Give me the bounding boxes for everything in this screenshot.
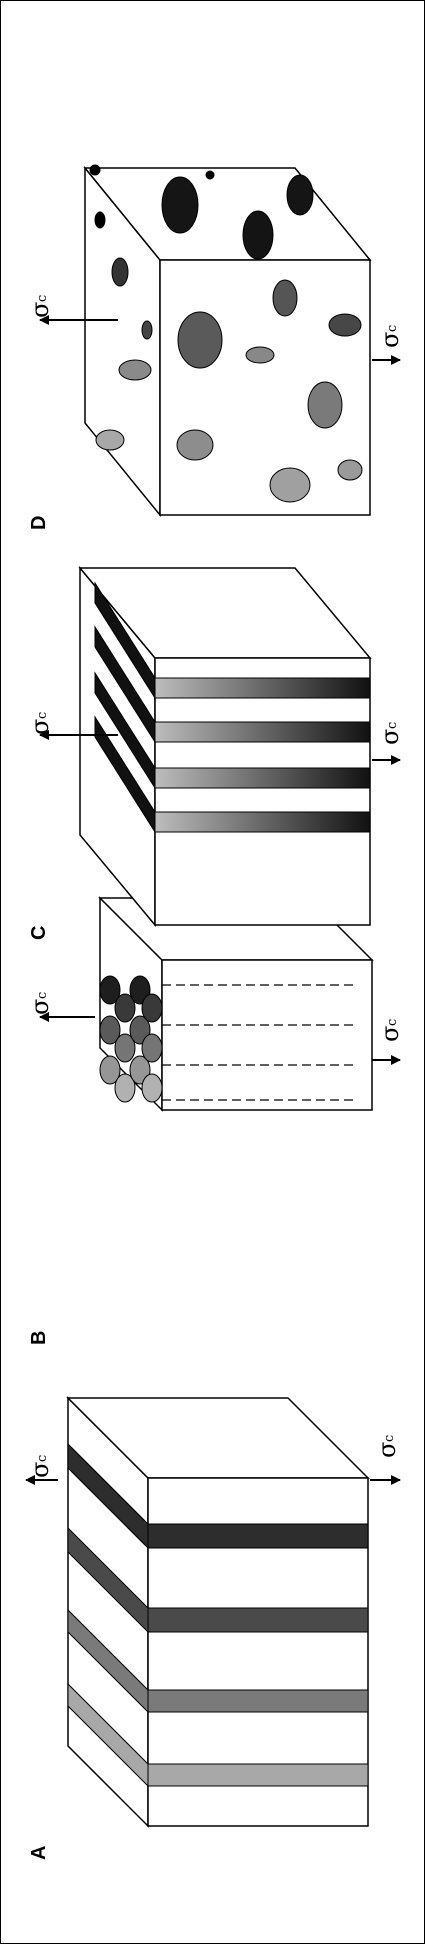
sphere xyxy=(245,346,275,364)
cylinder-end xyxy=(114,993,136,1023)
cylinder-end xyxy=(141,993,163,1023)
stress-label-subscript: c xyxy=(35,1455,50,1462)
stress-label-sigma: σ xyxy=(373,1442,401,1458)
cylinder-end xyxy=(99,1015,121,1045)
panel-a-label: A xyxy=(28,1846,50,1860)
stress-label-subscript: c xyxy=(35,992,50,999)
sphere xyxy=(269,467,311,503)
cylinder-end xyxy=(129,975,151,1005)
sphere xyxy=(272,279,298,317)
lamella-side xyxy=(67,1442,149,1550)
stress-label-subscript: c xyxy=(35,712,50,719)
sphere xyxy=(307,381,343,429)
stress-label-sigma: σ xyxy=(26,999,54,1015)
sphere xyxy=(286,174,314,216)
stress-label-sigma: σ xyxy=(26,302,54,318)
lamella-front xyxy=(147,1689,369,1713)
panel-c-label: C xyxy=(28,926,50,940)
stress-label-subscript: c xyxy=(385,1019,400,1026)
lamella-front xyxy=(147,1763,369,1787)
sphere xyxy=(95,429,125,451)
lamella-front xyxy=(154,721,371,743)
stress-label-sigma: σ xyxy=(376,729,404,745)
cylinder-end xyxy=(129,1055,151,1085)
lamella-front xyxy=(154,677,371,699)
sphere xyxy=(242,210,274,260)
lamella-front xyxy=(154,811,371,833)
sphere xyxy=(141,320,153,340)
sphere xyxy=(328,313,362,337)
lamella-front xyxy=(147,1523,369,1549)
panel-b-front-face xyxy=(161,959,373,1111)
cylinder-end xyxy=(141,1073,163,1103)
cylinder-end xyxy=(141,1033,163,1063)
sphere xyxy=(118,359,152,381)
lamella-front xyxy=(147,1607,369,1633)
lamella-end xyxy=(94,625,156,744)
cylinder-end xyxy=(99,1055,121,1085)
lamella-side xyxy=(67,1608,149,1714)
stress-label-sigma: σ xyxy=(26,719,54,735)
lamella-side xyxy=(67,1682,149,1788)
stress-label-subscript: c xyxy=(385,325,400,332)
sphere xyxy=(161,176,199,234)
panel-d-label: D xyxy=(28,516,50,530)
sphere xyxy=(94,211,106,229)
lamella-end xyxy=(94,715,156,834)
stress-label-subscript: c xyxy=(382,1435,397,1442)
sphere xyxy=(337,459,363,481)
lamella-front xyxy=(154,767,371,789)
lamella-side xyxy=(67,1526,149,1634)
stress-label-subscript: c xyxy=(385,722,400,729)
stress-label-subscript: c xyxy=(35,295,50,302)
sphere xyxy=(177,311,223,369)
sphere xyxy=(89,164,101,176)
stress-label-sigma: σ xyxy=(26,1462,54,1478)
panel-b-label: B xyxy=(28,1331,50,1345)
cylinder-end xyxy=(114,1073,136,1103)
cylinder-end xyxy=(129,1015,151,1045)
panel-d-front-face xyxy=(159,259,371,516)
sphere xyxy=(205,170,215,180)
sphere xyxy=(176,429,214,461)
panel-c-front-face xyxy=(154,657,371,926)
stress-label-sigma: σ xyxy=(376,332,404,348)
lamella-end xyxy=(94,671,156,790)
stress-label-sigma: σ xyxy=(376,1026,404,1042)
lamella-end xyxy=(94,581,156,700)
sphere xyxy=(111,257,129,287)
cylinder-end xyxy=(99,975,121,1005)
cylinder-end xyxy=(114,1033,136,1063)
